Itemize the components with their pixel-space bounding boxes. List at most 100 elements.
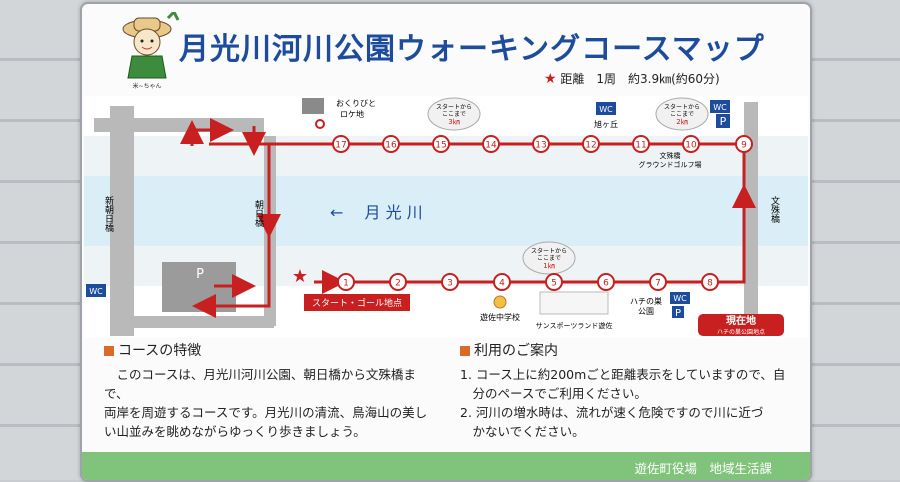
distance-marker — [337, 273, 355, 291]
section-square-icon — [104, 346, 114, 356]
distance-marker-label: 4 — [499, 279, 505, 289]
course-features-panel: コースの特徴 このコースは、月光川河川公園、朝日橋から文殊橋まで、 両岸を周遊す… — [104, 342, 434, 441]
start-star-icon: ★ — [292, 266, 308, 287]
distance-marker — [332, 135, 350, 153]
distance-marker-label: 14 — [485, 141, 497, 151]
distance-text: 距離 1周 約3.9㎞(約60分) — [560, 72, 720, 86]
svg-text:2㎞: 2㎞ — [676, 118, 687, 126]
road-shin-asahi — [110, 106, 134, 336]
distance-marker — [382, 135, 400, 153]
footer-text: 遊佐町役場 地域生活課 — [634, 461, 772, 476]
distance-marker — [632, 135, 650, 153]
distance-marker-label: 7 — [655, 279, 661, 289]
distance-marker-label: 17 — [335, 141, 346, 151]
current-location-badge — [698, 314, 784, 336]
road-south — [114, 316, 274, 328]
usage-line: 2. 河川の増水時は、流れが速く危険ですので川に近づ — [460, 405, 764, 420]
sunsports-label: サンスポーツランド遊佐 — [536, 321, 613, 330]
distance-marker-label: 9 — [741, 141, 747, 151]
okuribito-photo — [302, 98, 324, 114]
distance-marker — [441, 273, 459, 291]
distance-marker-label: 6 — [603, 279, 609, 289]
start-goal-label-box — [304, 294, 410, 311]
current-location-sub: ハチの巣公園地点 — [717, 328, 765, 336]
distance-marker-label: 8 — [707, 279, 713, 289]
hachi-label-2: 公園 — [638, 307, 654, 316]
svg-text:スタートから: スタートから — [664, 103, 700, 111]
distance-bubble-2km: スタートから ここまで 2㎞ — [655, 97, 709, 131]
svg-text:WC: WC — [713, 103, 727, 112]
distance-marker-label: 1 — [343, 279, 349, 289]
course-line: 両岸を周遊するコースです。月光川の清流、鳥海山の美し — [104, 405, 428, 420]
distance-marker — [493, 273, 511, 291]
svg-text:ここまで: ここまで — [537, 255, 561, 262]
parking-icon — [716, 114, 730, 128]
wc-icon — [710, 100, 730, 113]
distance-marker-label: 13 — [535, 141, 546, 151]
distance-marker — [582, 135, 600, 153]
distance-marker — [389, 273, 407, 291]
distance-marker-label: 3 — [447, 279, 453, 289]
distance-marker — [701, 273, 719, 291]
bridge-shin-asahi: 新朝日橋 — [103, 195, 114, 233]
distance-marker — [649, 273, 667, 291]
river-label: ← 月 光 川 — [330, 203, 423, 222]
okuribito-label-1: おくりびと — [336, 99, 376, 108]
distance-marker — [532, 135, 550, 153]
svg-text:WC: WC — [673, 294, 687, 303]
okuribito-marker — [315, 119, 325, 129]
bridge-bunju: 文殊橋 — [769, 195, 780, 224]
distance-marker — [545, 273, 563, 291]
parking-icon — [672, 306, 684, 318]
course-line: このコースは、月光川河川公園、朝日橋から文殊橋まで、 — [104, 367, 416, 401]
star-icon: ★ — [544, 71, 557, 87]
usage-line: 分のペースでご利用ください。 — [460, 386, 647, 401]
distance-marker-label: 11 — [635, 141, 646, 151]
road-north — [94, 118, 264, 132]
usage-line: かないでください。 — [460, 424, 585, 439]
bridge-asahi: 朝日橋 — [253, 200, 264, 228]
svg-text:スタートから: スタートから — [436, 103, 472, 111]
svg-text:WC: WC — [89, 287, 103, 296]
mascot-label: 米~ちゃん — [132, 82, 161, 90]
road-bunju — [744, 102, 758, 334]
distance-marker-label: 15 — [435, 141, 446, 151]
hachi-label-1: ハチの巣 — [630, 296, 662, 306]
current-location-main: 現在地 — [726, 314, 756, 327]
asahigaoka-label: 旭ヶ丘 — [594, 119, 618, 129]
wc-label: WC — [599, 105, 613, 114]
bunju-ground-label-1: 文殊橋 — [660, 151, 681, 160]
page-title: 月光川河川公園ウォーキングコースマップ — [179, 32, 765, 67]
distance-marker-label: 10 — [685, 141, 697, 151]
usage-guide-panel: 利用のご案内 1. コース上に約200mごと距離表示をしていますので、自 分のペ… — [460, 342, 800, 441]
svg-text:1㎞: 1㎞ — [543, 262, 554, 270]
distance-info: ★ 距離 1周 約3.9㎞(約60分) — [544, 70, 720, 87]
river — [84, 176, 808, 246]
sports-icon — [539, 291, 609, 315]
distance-marker-label: 12 — [585, 141, 596, 151]
footer-bar: 遊佐町役場 地域生活課 — [82, 452, 810, 480]
distance-marker — [735, 135, 753, 153]
course-line: い山並みを眺めながらゆっくり歩きましょう。 — [104, 424, 366, 439]
distance-marker — [682, 135, 700, 153]
svg-text:P: P — [675, 308, 681, 319]
svg-text:3㎞: 3㎞ — [448, 118, 459, 126]
mascot-character: 米~ちゃん — [122, 12, 180, 90]
distance-bubble-1km: スタートから ここまで 1㎞ — [522, 241, 576, 275]
svg-text:P: P — [720, 115, 727, 128]
okuribito-label-2: ロケ地 — [340, 109, 364, 119]
distance-marker — [597, 273, 615, 291]
school-icon — [493, 295, 507, 309]
bunju-ground-label-2: グラウンドゴルフ場 — [639, 160, 702, 169]
course-map: P スタートから ここまで 3㎞ スタートから ここまで 2㎞ スタートから こ… — [84, 96, 808, 338]
distance-marker — [432, 135, 450, 153]
usage-line: 1. コース上に約200mごと距離表示をしていますので、自 — [460, 367, 786, 382]
usage-heading: 利用のご案内 — [474, 343, 558, 359]
svg-text:ここまで: ここまで — [442, 111, 466, 118]
map-signboard: 米~ちゃん 月光川河川公園ウォーキングコースマップ ★ 距離 1周 約3.9㎞(… — [80, 2, 812, 482]
distance-marker-label: 2 — [395, 279, 401, 289]
distance-marker-label: 5 — [551, 279, 557, 289]
parking-lot-label: P — [196, 267, 204, 282]
wc-icon — [670, 292, 690, 304]
